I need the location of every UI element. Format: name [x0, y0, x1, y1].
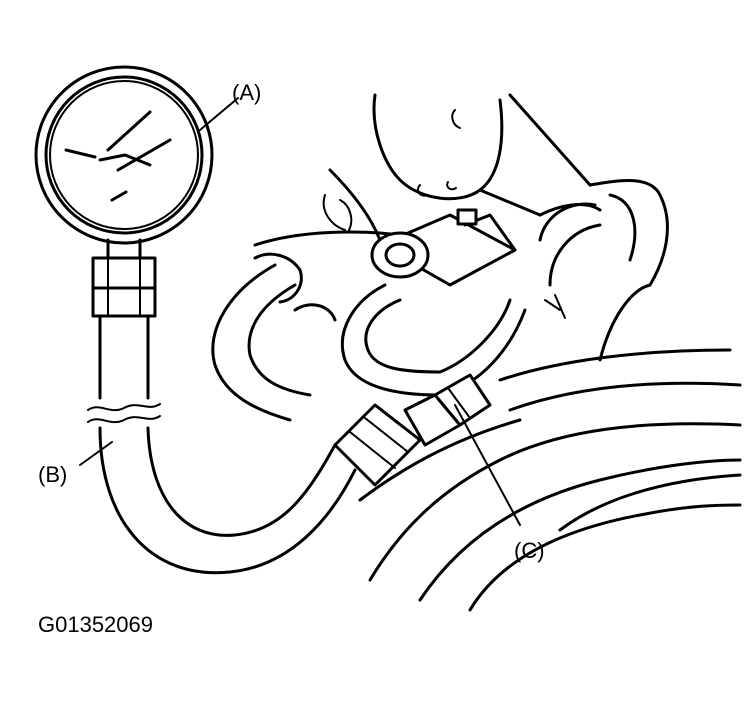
fuel-hose-loop: [211, 252, 337, 422]
u-pipe: [340, 283, 527, 397]
fuel-filter: [370, 208, 517, 287]
hose-connector: [333, 373, 492, 487]
engine-background: [253, 93, 742, 612]
figure-code: G01352069: [38, 612, 153, 637]
pressure-gauge: [34, 65, 214, 318]
callout-c: (C): [514, 538, 545, 563]
gauge-hose: [87, 316, 357, 575]
right-hose: [538, 202, 602, 319]
callout-a: (A): [232, 80, 261, 105]
callout-b: (B): [38, 462, 67, 487]
leader-lines: [79, 97, 521, 526]
